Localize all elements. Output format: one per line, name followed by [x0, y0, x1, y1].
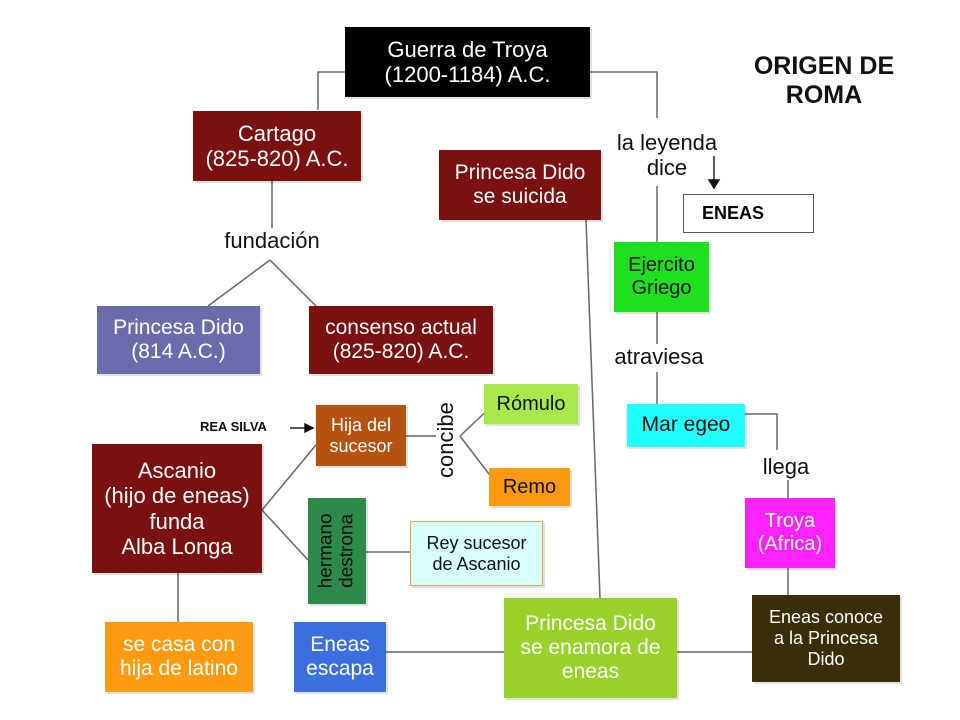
node-text: Mar egeo — [641, 413, 731, 437]
label-text-line: dice — [646, 155, 688, 181]
node-text-line: Troya — [764, 510, 816, 532]
node-text-line: Eneas — [310, 632, 370, 656]
node-text-line: escapa — [306, 657, 374, 680]
node-guerra-de-troya: Guerra de Troya (1200-1184) A.C. — [345, 27, 590, 97]
node-text-line: se casa con — [122, 632, 236, 656]
node-text-line: hija de latino — [120, 657, 238, 680]
node-princesa-dido-814: Princesa Dido (814 A.C.) — [97, 306, 260, 374]
node-princesa-dido-suicida: Princesa Dido se suicida — [439, 150, 601, 220]
node-text-line: Alba Longa — [121, 533, 233, 559]
node-eneas: ENEAS — [683, 194, 814, 233]
node-romulo: Rómulo — [484, 384, 578, 424]
node-text: Rómulo — [496, 392, 566, 415]
connector-mar-llega — [740, 413, 778, 450]
node-text-line: (Africa) — [757, 533, 823, 555]
arrow-eneas-head — [707, 179, 721, 190]
node-text-line: Dido — [807, 648, 845, 669]
node-text: Remo — [502, 475, 557, 498]
connector-suicida-enamora — [585, 219, 601, 599]
node-text: ENEAS — [702, 203, 765, 224]
title-line-2: ROMA — [785, 80, 863, 109]
node-text-line: destrona — [336, 514, 357, 588]
node-text-line: Griego — [631, 277, 692, 299]
node-text-line: Princesa Dido — [113, 315, 244, 339]
arrow-rea-silva-head — [304, 422, 315, 434]
label-llega: llega — [754, 454, 818, 479]
node-text-line: (825-820) A.C. — [332, 340, 470, 363]
label-fundacion: fundación — [216, 228, 328, 253]
node-text-line: Hija del — [330, 414, 392, 435]
node-text-line: Princesa Dido — [454, 160, 586, 184]
title-line-1: ORIGEN DE — [753, 52, 895, 80]
label-text: REA SILVA — [200, 419, 267, 434]
node-text-line: Rey sucesor — [426, 532, 527, 553]
label-rea-silva: REA SILVA — [200, 419, 290, 435]
node-text-line: funda — [149, 508, 205, 534]
node-text-line: (hijo de eneas) — [104, 483, 250, 509]
node-text-line: de Ascanio — [432, 553, 521, 574]
node-text-line: hermano — [315, 513, 337, 589]
connector-guerra-cartago — [317, 71, 345, 110]
label-text-line: la leyenda — [616, 130, 718, 155]
node-text-line: Ejercito — [628, 254, 695, 276]
connector-fundacion-consenso — [269, 259, 317, 307]
node-ejercito-griego: Ejercito Griego — [614, 242, 709, 312]
node-text-line: sucesor — [329, 435, 393, 456]
node-troya-africa: Troya (Africa) — [745, 498, 835, 568]
connector-guerra-leyenda — [590, 71, 658, 118]
node-cartago: Cartago (825-820) A.C. — [193, 111, 361, 181]
node-princesa-dido-enamora: Princesa Dido se enamora de eneas — [504, 598, 677, 698]
connector-ascanio-hija — [261, 444, 317, 511]
label-concibe: concibe — [426, 390, 466, 490]
label-la-leyenda-dice: la leyenda dice — [604, 130, 730, 181]
connector-fundacion-princesa — [207, 259, 271, 307]
node-remo: Remo — [489, 468, 570, 506]
node-text-line: eneas — [561, 660, 620, 684]
label-text: llega — [762, 454, 810, 479]
node-consenso-actual: consenso actual (825-820) A.C. — [309, 306, 493, 374]
node-text-line: (825-820) A.C. — [205, 146, 349, 171]
diagram-title: ORIGEN DE ROMA — [738, 52, 910, 110]
node-hija-del-sucesor: Hija del sucesor — [316, 405, 406, 466]
node-rey-sucesor: Rey sucesor de Ascanio — [410, 521, 543, 586]
node-text-line: se suicida — [473, 185, 567, 208]
node-text-line: a la Princesa — [773, 628, 879, 649]
node-ascanio: Ascanio (hijo de eneas) funda Alba Longa — [92, 444, 262, 573]
connector-concibe-remo — [459, 435, 493, 479]
node-eneas-conoce: Eneas conoce a la Princesa Dido — [752, 595, 900, 682]
label-atraviesa: atraviesa — [607, 344, 711, 369]
node-text-line: Eneas conoce — [768, 607, 884, 628]
node-text-line: (1200-1184) A.C. — [384, 62, 551, 87]
node-text-line: Ascanio — [137, 457, 217, 483]
node-se-casa-con: se casa con hija de latino — [105, 622, 253, 692]
node-text-line: (814 A.C.) — [131, 340, 226, 363]
connector-ascanio-hermano — [261, 509, 309, 561]
label-text: concibe — [432, 402, 458, 478]
node-text-line: Cartago — [237, 120, 317, 146]
node-text-line: Princesa Dido — [525, 611, 656, 635]
node-eneas-escapa: Eneas escapa — [294, 622, 386, 692]
node-hermano-destrona: hermano destrona — [308, 498, 366, 604]
node-text-line: se enamora de — [520, 635, 661, 659]
node-mar-egeo: Mar egeo — [627, 404, 745, 447]
label-text: fundación — [224, 228, 320, 253]
label-text: atraviesa — [614, 344, 704, 369]
node-text-line: consenso actual — [325, 315, 477, 339]
node-text-line: Guerra de Troya — [387, 36, 548, 62]
